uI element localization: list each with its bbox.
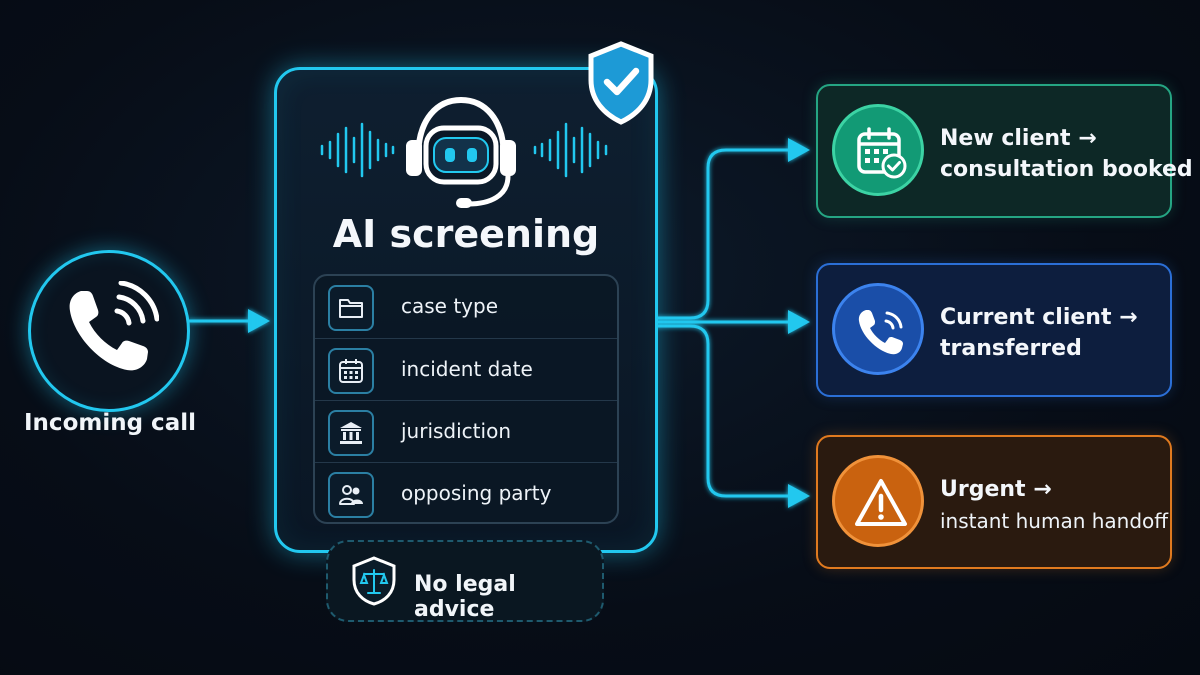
screening-fields-list: case type incident date jurisdiction: [313, 274, 619, 524]
outcome-urgent: Urgent → instant human handoff: [816, 435, 1172, 569]
phone-icon: [858, 310, 903, 355]
phone-ringing-icon: [69, 281, 159, 371]
field-case-type: case type: [315, 276, 617, 336]
incoming-call-node: [28, 250, 190, 412]
field-jurisdiction: jurisdiction: [315, 400, 617, 461]
field-label: incident date: [401, 357, 533, 381]
shield-scales-icon: [352, 556, 396, 606]
no-legal-advice-badge: No legal advice: [326, 540, 604, 622]
outcome-line2: instant human handoff: [940, 509, 1169, 533]
warning-icon: [855, 479, 907, 526]
calendar-icon: [339, 359, 363, 383]
field-label: case type: [401, 294, 499, 318]
field-label: jurisdiction: [401, 419, 511, 443]
field-label: opposing party: [401, 481, 552, 505]
outcome-new-client: New client → consultation booked: [816, 84, 1193, 218]
outcome-line2: transferred: [940, 336, 1082, 361]
outcome-icon-disc: [832, 104, 924, 196]
sound-wave-left-icon: [320, 122, 395, 178]
calendar-icon-box: [328, 348, 374, 394]
arrow-head-screening: [248, 309, 270, 333]
folder-icon-box: [328, 285, 374, 331]
courthouse-icon-box: [328, 410, 374, 456]
outcome-line1: Urgent →: [940, 477, 1052, 502]
arrow-head-new-client: [788, 138, 810, 162]
courthouse-icon: [340, 422, 362, 444]
outcome-current-client: Current client → transferred: [816, 263, 1172, 397]
outcome-line2: consultation booked: [940, 157, 1193, 182]
incoming-call-label: Incoming call: [24, 410, 196, 436]
arrow-head-urgent: [788, 484, 810, 508]
outcome-line1: New client →: [940, 126, 1097, 151]
no-legal-advice-text: No legal advice: [414, 572, 516, 622]
calendar-check-icon: [857, 127, 907, 179]
people-icon: [339, 485, 363, 505]
ai-screening-title: AI screening: [332, 212, 600, 256]
field-incident-date: incident date: [315, 338, 617, 399]
outcome-icon-disc: [832, 283, 924, 375]
connector-to-urgent: [655, 324, 790, 498]
field-opposing-party: opposing party: [315, 462, 617, 523]
shield-check-icon: [588, 41, 654, 125]
people-icon-box: [328, 472, 374, 518]
folder-icon: [339, 299, 363, 318]
outcome-icon-disc: [832, 455, 924, 547]
connector-to-new-client: [655, 148, 790, 320]
arrow-head-current-client: [788, 310, 810, 334]
outcome-line1: Current client →: [940, 305, 1138, 330]
sound-wave-right-icon: [533, 122, 608, 178]
robot-headset-icon: [406, 96, 516, 208]
